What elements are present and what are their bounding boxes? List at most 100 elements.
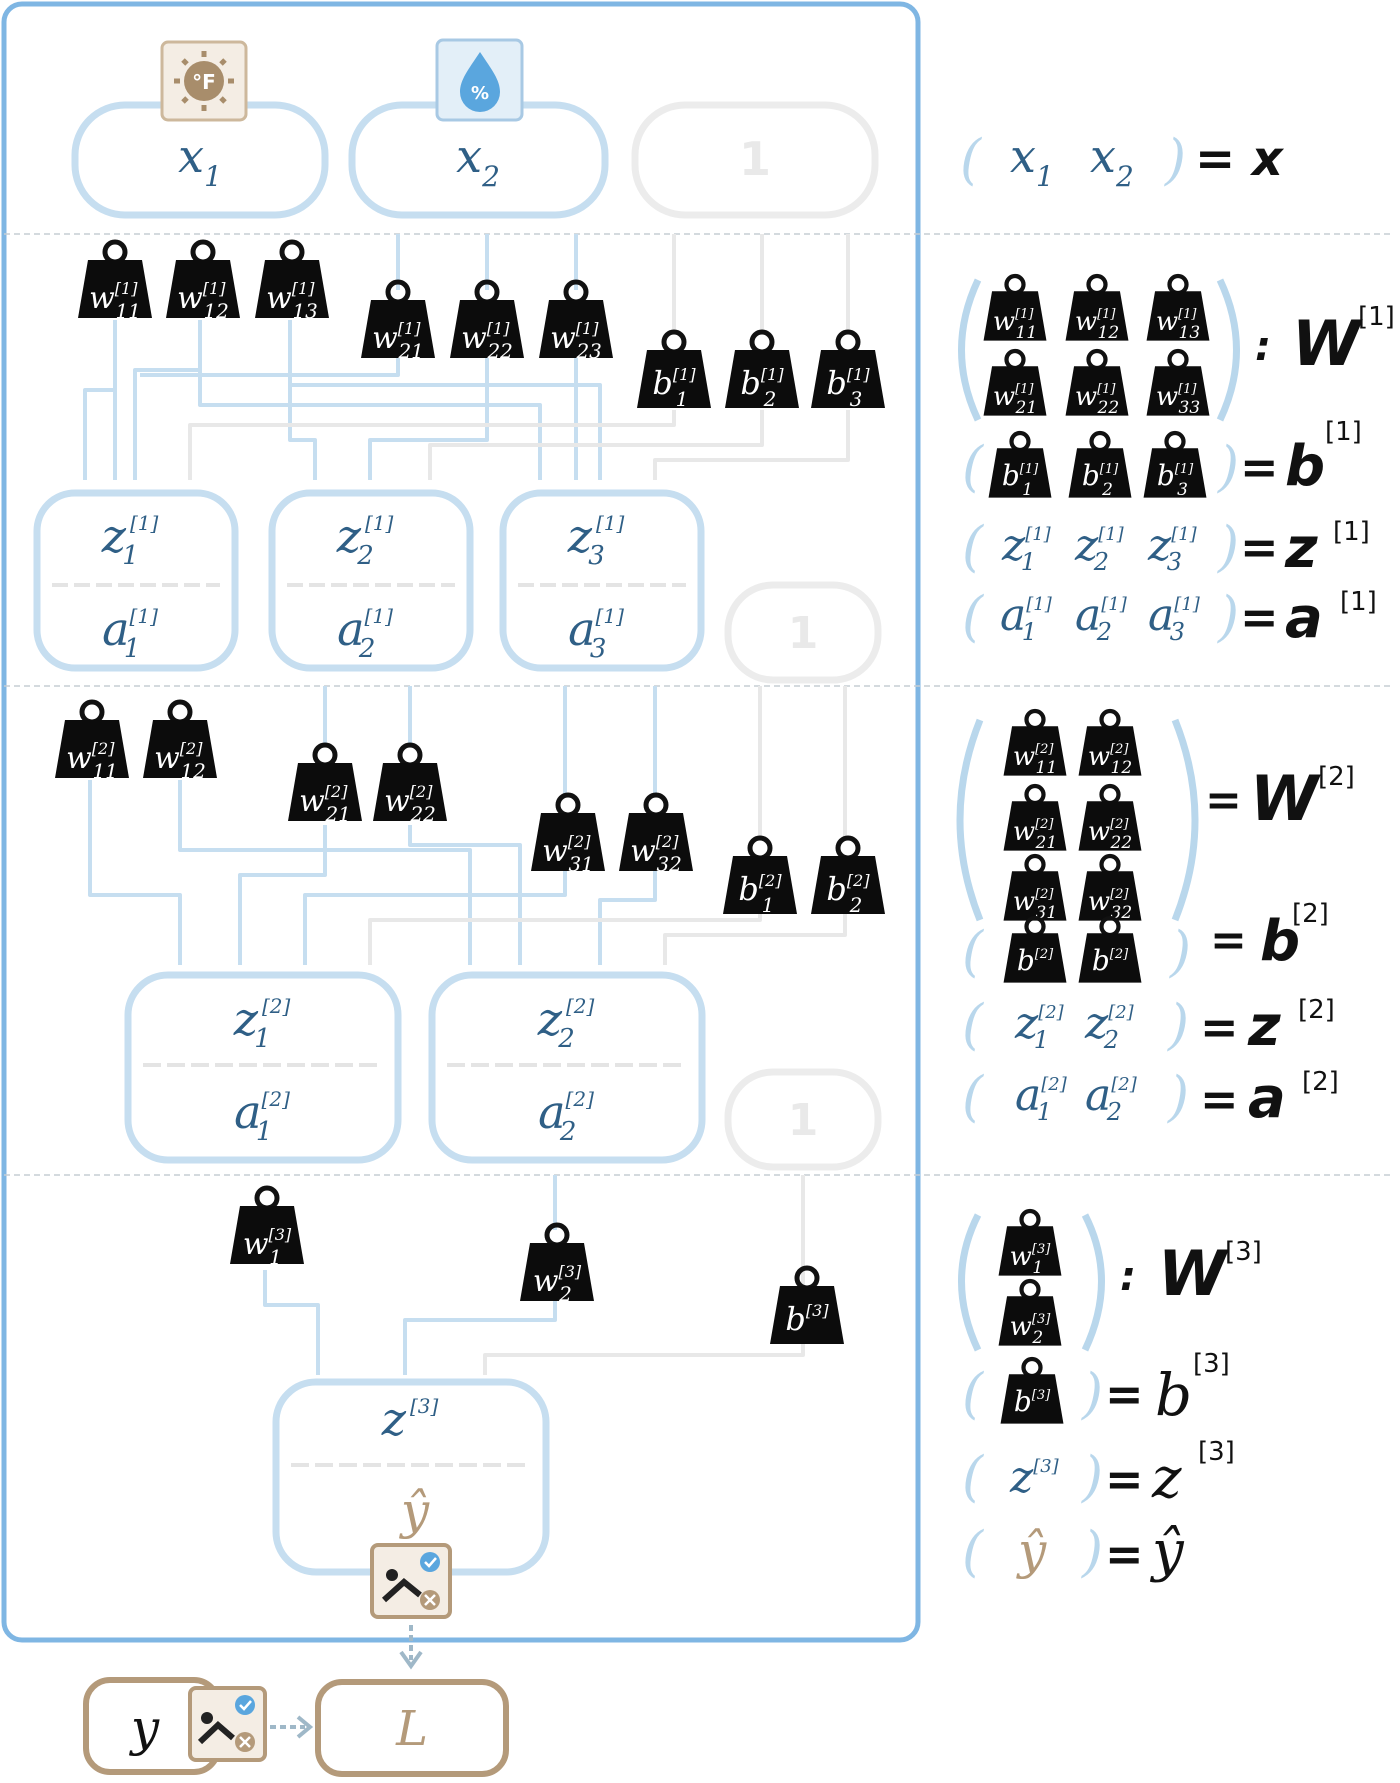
network-frame [1, 1, 921, 1643]
legend-W3: w[3]1 w[3]2 : W [3] [958, 1211, 1262, 1352]
svg-text:z: z [1284, 516, 1318, 581]
svg-text:): ) [1217, 585, 1239, 648]
svg-text:(: ( [962, 515, 985, 578]
svg-text:): ) [1164, 128, 1186, 191]
svg-text:w[1]12: w[1]12 [177, 279, 229, 323]
svg-text:a[1]1: a[1]1 [102, 602, 158, 664]
svg-text:x2: x2 [1090, 129, 1134, 193]
bias-node-layer2: 1 [724, 1068, 882, 1171]
layer1-neuron-1: z[1]1 a[1]1 [33, 489, 239, 672]
svg-text:(: ( [962, 920, 985, 983]
svg-text:z[1]2: z[1]2 [1074, 520, 1125, 576]
legend-z1: ( z[1]1 z[1]2 z[1]3 ) = z [1] [962, 515, 1370, 581]
svg-text:): ) [1217, 515, 1239, 578]
svg-text:w[1]22: w[1]22 [461, 319, 513, 363]
svg-text:x2: x2 [456, 129, 500, 193]
svg-text:=: = [1200, 1000, 1239, 1054]
svg-text:b: b [1260, 909, 1300, 974]
svg-text:(: ( [962, 435, 985, 498]
weight-w11-l1: w[1]11 [78, 242, 152, 323]
svg-text:w[2]22: w[2]22 [384, 782, 436, 826]
bias-b1-l2: b[2]1 [723, 838, 797, 917]
svg-text:): ) [1081, 1362, 1103, 1425]
svg-text:[2]: [2] [1318, 762, 1355, 792]
legend-x: ( x1 x2 ) = x [960, 128, 1285, 193]
svg-text:a[2]2: a[2]2 [1085, 1070, 1138, 1126]
layer3-connections [263, 1175, 805, 1375]
svg-text:z[1]3: z[1]3 [567, 509, 625, 571]
svg-text:1: 1 [788, 1095, 819, 1146]
loss-function-icon [370, 1543, 452, 1619]
weight-w23-l1: w[1]23 [539, 282, 613, 363]
svg-text:[1]: [1] [1358, 302, 1395, 332]
svg-text:(: ( [962, 993, 985, 1056]
temperature-icon: °F [160, 40, 248, 122]
svg-text:z[3]: z[3] [381, 1392, 439, 1446]
svg-text:z[2]2: z[2]2 [1084, 998, 1135, 1054]
svg-text:w[2]12: w[2]12 [154, 739, 206, 783]
legend-z2: ( z[2]1 z[2]2 ) = z [2] [962, 993, 1335, 1059]
svg-text:[1]: [1] [1333, 517, 1370, 547]
svg-text:z[3]: z[3] [1009, 1452, 1060, 1503]
weight-w31-l2: w[2]31 [531, 795, 605, 876]
svg-text:a: a [1285, 586, 1323, 651]
svg-text:a[1]3: a[1]3 [1148, 590, 1201, 646]
svg-text:W: W [1250, 762, 1321, 835]
svg-text:w[1]11: w[1]11 [89, 279, 141, 323]
svg-text:=: = [1240, 520, 1279, 574]
svg-text:=: = [1200, 1072, 1239, 1126]
svg-text:): ) [1081, 1520, 1103, 1583]
svg-text:=: = [1240, 590, 1279, 644]
weight-w22-l2: w[2]22 [373, 745, 447, 826]
svg-text:=: = [1105, 1367, 1144, 1421]
weight-w1-l3: w[3]1 [230, 1188, 304, 1269]
layer1-neuron-3: z[1]3 a[1]3 [499, 489, 705, 672]
svg-text:w[1]23: w[1]23 [550, 319, 602, 363]
legend-a1: ( a[1]1 a[1]2 a[1]3 ) = a [1] [962, 585, 1377, 651]
layer2-neuron-2: z[2]2 a[2]2 [428, 971, 706, 1164]
svg-text:(: ( [962, 1520, 985, 1583]
humidity-icon: % [435, 38, 524, 122]
svg-text:w[2]32: w[2]32 [630, 832, 682, 876]
svg-text:z[2]1: z[2]1 [233, 992, 291, 1054]
svg-text:(: ( [962, 1445, 985, 1508]
svg-text:W: W [1158, 1237, 1229, 1310]
weight-w12-l2: w[2]12 [143, 702, 217, 783]
svg-text:ŷ: ŷ [1149, 1519, 1185, 1584]
svg-text:a[2]1: a[2]1 [1015, 1070, 1068, 1126]
svg-text:ŷ: ŷ [399, 1482, 430, 1540]
svg-text:[3]: [3] [1198, 1437, 1235, 1467]
layer1-neuron-2: z[1]2 a[1]2 [268, 489, 474, 672]
bias-b1-l1: b[1]1 [637, 332, 711, 411]
svg-text:w[2]31: w[2]31 [542, 832, 594, 876]
svg-text:): ) [1169, 920, 1191, 983]
weight-w21-l1: w[1]21 [361, 282, 435, 363]
svg-text:z[1]3: z[1]3 [1147, 520, 1198, 576]
layer2-connections [88, 686, 847, 965]
svg-text:=: = [1105, 1452, 1144, 1506]
layer3-weights: w[3]1 w[3]2 b[3] [230, 1188, 844, 1344]
svg-text:[1]: [1] [1325, 417, 1362, 447]
svg-text:=: = [1240, 440, 1279, 494]
svg-text:L: L [395, 1701, 428, 1757]
svg-text:(: ( [962, 585, 985, 648]
svg-text:z[1]2: z[1]2 [336, 509, 394, 571]
svg-text:(: ( [960, 128, 983, 191]
svg-text:): ) [1167, 993, 1189, 1056]
svg-text:=: = [1105, 1527, 1144, 1581]
bias-b-l3: b[3] [770, 1268, 844, 1344]
svg-text:a[2]2: a[2]2 [538, 1085, 594, 1147]
svg-text:a[1]2: a[1]2 [1075, 590, 1128, 646]
svg-text:ŷ: ŷ [1016, 1522, 1047, 1580]
legend-b1: ( b[1]1 b[1]2 b[1]3 ) = b [1] [962, 417, 1362, 500]
legend-W1: w[1]11 w[1]12 w[1]13 w[1]21 w[1]22 w[1]3… [958, 276, 1395, 422]
bias-node-input: 1 [631, 101, 879, 219]
svg-text:a[1]2: a[1]2 [337, 602, 393, 664]
legend-W2: w[2]11 w[2]12 w[2]21 w[2]22 w[2]31 w[2]3… [956, 711, 1355, 923]
legend-yhat: ( ŷ ) = ŷ [962, 1519, 1185, 1584]
svg-text:z[1]1: z[1]1 [1001, 520, 1052, 576]
svg-text:1: 1 [739, 132, 771, 186]
svg-text:%: % [471, 83, 489, 104]
svg-text:z[1]1: z[1]1 [101, 509, 159, 571]
